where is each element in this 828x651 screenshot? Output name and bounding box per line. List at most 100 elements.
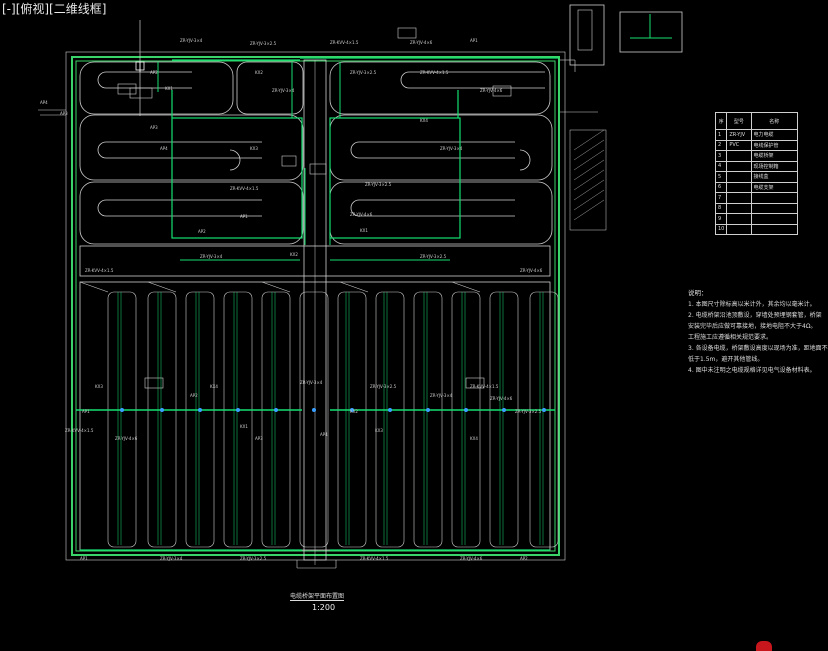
baffle-wall	[350, 141, 515, 159]
cable-label: ZR-KVV-4×1.5	[360, 556, 389, 561]
legend-no: 9	[714, 213, 728, 225]
cable-label: ZR-YJV-3×4	[300, 380, 323, 385]
hatch-line	[573, 159, 605, 181]
hopper-line	[261, 281, 291, 293]
cable-label: KX2	[255, 70, 263, 75]
hopper-line	[147, 281, 177, 293]
cable-label: ZR-YJV-3×2.5	[370, 384, 397, 389]
notes-line: 2. 电缆桥架沿池顶敷设，穿墙处预埋钢套管，桥架	[688, 312, 822, 319]
cable-label: AP3	[150, 125, 158, 130]
equipment-tag-box	[117, 83, 137, 95]
sedimentation-zone	[79, 281, 551, 551]
cable-label: KX2	[290, 252, 298, 257]
key-plan-room	[577, 9, 593, 51]
cable-label: ZR-YJV-4×6	[490, 396, 513, 401]
equipment-tag-box	[492, 85, 512, 97]
hatch-line	[573, 189, 605, 211]
cable-label: KX3	[95, 384, 103, 389]
legend-row: 3 电缆桥架	[714, 150, 798, 162]
cable-label: AP1	[240, 214, 248, 219]
equipment-tag-box	[129, 87, 153, 99]
cable-label: KX4	[210, 384, 218, 389]
baffle-wall	[97, 71, 192, 89]
cable-label: KX4	[420, 118, 428, 123]
cable-label: KX3	[375, 428, 383, 433]
cable-label: ZR-KVV-4×1.5	[420, 70, 449, 75]
legend-no: 5	[714, 171, 728, 183]
cable-label: ZR-KVV-4×1.5	[230, 186, 259, 191]
legend-no: 8	[714, 202, 728, 214]
junction-box	[236, 408, 240, 412]
legend-desc	[750, 213, 798, 225]
legend-desc: 电线保护管	[750, 139, 798, 151]
cable-label: ZR-YJV-3×2.5	[365, 182, 392, 187]
cable-label: AP2	[150, 70, 158, 75]
cable-label: ZR-YJV-3×4	[180, 38, 203, 43]
legend-model	[726, 160, 752, 172]
cable-label: ZR-YJV-3×4	[200, 254, 223, 259]
legend-model: ZR-YJV	[726, 129, 752, 141]
cable-label: AP1	[470, 38, 478, 43]
cable-label: AP1	[82, 409, 90, 414]
legend-no: 4	[714, 160, 728, 172]
junction-box	[274, 408, 278, 412]
legend-desc	[750, 192, 798, 204]
cable-label: ZR-YJV-4×6	[460, 556, 483, 561]
cable-label: ZR-KVV-4×1.5	[470, 384, 499, 389]
junction-box	[464, 408, 468, 412]
drawing-scale: 1:200	[312, 603, 336, 612]
equipment-tag-box	[144, 377, 164, 389]
cable-label: ZR-YJV-4×6	[350, 212, 373, 217]
hatch-line	[573, 179, 605, 201]
junction-box	[160, 408, 164, 412]
legend-no: 1	[714, 129, 728, 141]
cable-label: ZR-KVV-4×1.5	[85, 268, 114, 273]
equipment-tag-box	[397, 27, 417, 39]
cable-label: AP4	[40, 100, 48, 105]
baffle-turn	[229, 149, 241, 171]
legend-model	[726, 213, 752, 225]
junction-box	[542, 408, 546, 412]
legend-model	[726, 223, 752, 235]
cable-tray	[171, 117, 303, 239]
junction-box	[502, 408, 506, 412]
legend-desc: 电缆桥架	[750, 150, 798, 162]
legend-no: 2	[714, 139, 728, 151]
legend-desc	[750, 223, 798, 235]
legend-header-name: 名称	[750, 112, 798, 130]
cable-tray	[329, 117, 461, 239]
junction-box	[388, 408, 392, 412]
baffle-wall	[400, 71, 545, 89]
cable-label: ZR-YJV-3×2.5	[515, 409, 542, 414]
cable-label: ZR-YJV-4×6	[480, 88, 503, 93]
legend-row: 8	[714, 202, 798, 214]
legend-row: 10	[714, 223, 798, 235]
key-plan-box	[569, 4, 605, 66]
settling-tank	[337, 291, 367, 548]
notes-line: 安装完毕后应做可靠接地，接地电阻不大于4Ω。	[688, 323, 817, 330]
settling-tank	[413, 291, 443, 548]
cable-label: ZR-YJV-4×6	[520, 268, 543, 273]
legend-no: 3	[714, 150, 728, 162]
outer-wall	[71, 56, 560, 556]
legend-model	[726, 181, 752, 193]
cable-label: AP3	[60, 111, 68, 116]
notes-line: 低于1.5m，避开其他管线。	[688, 356, 764, 363]
viewport-controls-label[interactable]: [-][俯视][二维线框]	[2, 2, 107, 16]
legend-row: 9	[714, 213, 798, 225]
cable-label: ZR-YJV-3×2.5	[240, 556, 267, 561]
notes-heading: 说明：	[688, 289, 708, 297]
junction-box	[120, 408, 124, 412]
settling-tank	[451, 291, 481, 548]
cable-label: AP4	[320, 432, 328, 437]
equipment-tag-box	[281, 155, 297, 167]
baffle-turn	[519, 149, 531, 171]
equipment-tag-box	[309, 163, 327, 175]
legend-model	[726, 192, 752, 204]
legend-header-no: 序	[714, 112, 728, 130]
cable-label: ZR-KVV-4×1.5	[65, 428, 94, 433]
